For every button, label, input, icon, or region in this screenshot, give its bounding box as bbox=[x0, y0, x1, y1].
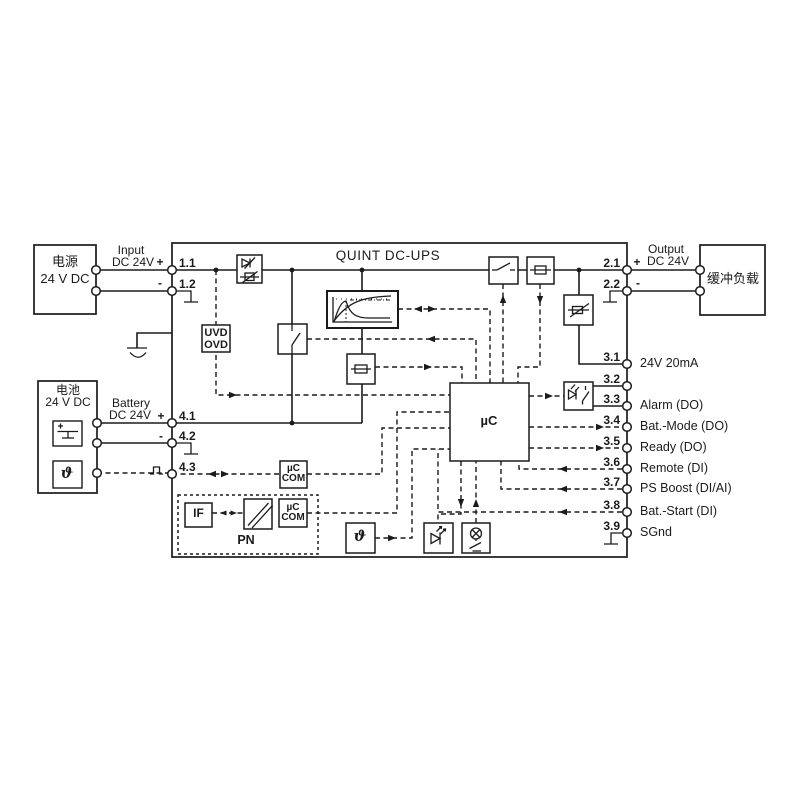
terminal-3-1: 3.1 bbox=[603, 350, 620, 364]
terminal-4-3: 4.3 bbox=[179, 460, 196, 474]
battery-label-cn: 电池 bbox=[55, 383, 81, 397]
terminal-1-2: 1.2 bbox=[179, 277, 196, 291]
battery-temp-sensor-box bbox=[52, 460, 83, 489]
pn-module-box bbox=[177, 494, 319, 555]
internal-theta-icon: ϑ bbox=[353, 527, 367, 545]
com-box-top bbox=[279, 460, 308, 489]
battery-minus-sign: - bbox=[159, 429, 163, 443]
source-device-box bbox=[33, 244, 97, 315]
terminal-3-7: 3.7 bbox=[603, 475, 620, 489]
pulse-icon bbox=[150, 466, 163, 475]
terminal-2-2: 2.2 bbox=[603, 277, 620, 291]
microcontroller-box bbox=[449, 382, 530, 462]
terminal-4-2: 4.2 bbox=[179, 429, 196, 443]
uvd-ovd-box bbox=[201, 324, 231, 353]
label-ready: Ready (DO) bbox=[640, 440, 707, 454]
output-caption-2: DC 24V bbox=[646, 254, 690, 268]
com-box-pn bbox=[278, 498, 308, 528]
source-label-voltage: 24 V DC bbox=[40, 271, 90, 286]
battery-caption-2: DC 24V bbox=[108, 408, 152, 422]
terminal-3-8: 3.8 bbox=[603, 498, 620, 512]
load-label: 缓冲负载 bbox=[706, 271, 760, 286]
terminal-3-5: 3.5 bbox=[603, 434, 620, 448]
signal-ground-icon bbox=[603, 290, 622, 303]
uvd-label: UVD bbox=[204, 327, 228, 339]
label-alarm: Alarm (DO) bbox=[640, 398, 704, 412]
output-plus-sign: + bbox=[633, 255, 641, 269]
terminal-3-3: 3.3 bbox=[603, 392, 620, 406]
output-minus-sign: - bbox=[636, 276, 640, 290]
microcontroller-label: µC bbox=[480, 413, 498, 428]
battery-label-voltage: 24 V DC bbox=[45, 395, 91, 409]
signal-ground-icon bbox=[177, 442, 198, 455]
terminal-2-1: 2.1 bbox=[603, 256, 620, 270]
com-top-label-2: COM bbox=[281, 473, 306, 484]
interface-label: IF bbox=[193, 506, 204, 520]
input-plus-sign: + bbox=[156, 255, 164, 269]
input-minus-sign: - bbox=[158, 276, 162, 290]
label-24v-20ma: 24V 20mA bbox=[640, 356, 699, 370]
battery-theta-icon: ϑ bbox=[60, 464, 74, 482]
earth-ground-icon bbox=[127, 347, 147, 358]
input-caption-2: DC 24V bbox=[111, 255, 155, 269]
component-glyphs bbox=[57, 257, 622, 552]
terminal-3-6: 3.6 bbox=[603, 455, 620, 469]
terminal-3-4: 3.4 bbox=[603, 413, 620, 427]
com-pn-label-2: COM bbox=[281, 512, 305, 523]
terminal-3-9: 3.9 bbox=[603, 519, 620, 533]
terminal-points bbox=[90, 264, 706, 539]
ups-enclosure-box bbox=[171, 242, 628, 558]
diagram-title: QUINT DC-UPS bbox=[335, 248, 441, 263]
battery-caption-1: Battery bbox=[111, 396, 151, 410]
ovd-label: OVD bbox=[204, 339, 228, 351]
terminal-4-1: 4.1 bbox=[179, 409, 196, 423]
input-caption-1: Input bbox=[117, 243, 145, 257]
interface-box bbox=[184, 502, 213, 528]
source-label-cn: 电源 bbox=[51, 254, 79, 269]
label-sgnd: SGnd bbox=[640, 525, 672, 539]
junction-dots bbox=[213, 267, 582, 426]
terminal-3-2: 3.2 bbox=[603, 372, 620, 386]
pn-label: PN bbox=[237, 533, 255, 547]
internal-temp-sensor-box bbox=[345, 522, 376, 554]
battery-plus-sign: + bbox=[157, 409, 165, 423]
terminal-1-1: 1.1 bbox=[179, 256, 196, 270]
com-pn-label-1: µC bbox=[286, 502, 300, 513]
signal-ground-icon bbox=[177, 290, 198, 303]
com-top-label-1: µC bbox=[287, 463, 300, 474]
label-bat-start: Bat.-Start (DI) bbox=[640, 504, 718, 518]
label-remote: Remote (DI) bbox=[640, 461, 709, 475]
label-ps-boost: PS Boost (DI/AI) bbox=[640, 481, 732, 495]
signal-arrows bbox=[208, 295, 604, 542]
signal-ground-icon bbox=[604, 532, 622, 545]
earth-tap bbox=[136, 332, 172, 348]
load-device-box bbox=[699, 244, 766, 316]
output-caption-1: Output bbox=[647, 242, 685, 256]
label-bat-mode: Bat.-Mode (DO) bbox=[640, 419, 729, 433]
